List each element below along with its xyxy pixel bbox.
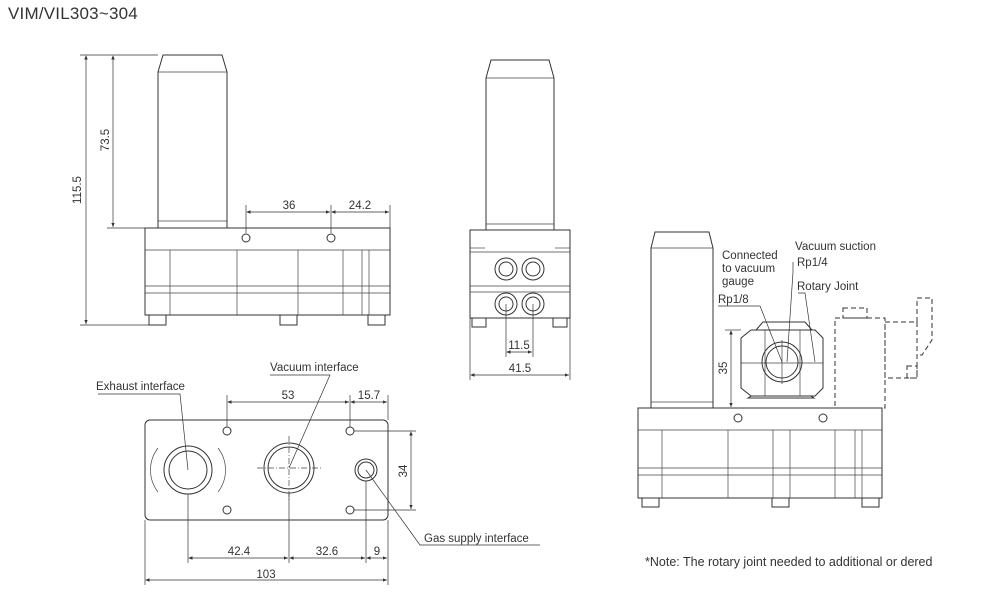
dim-32-6: 32.6: [316, 546, 338, 558]
side-view: [469, 59, 571, 380]
label-exhaust-interface: Exhaust interface: [96, 381, 185, 393]
label-vacuum-interface: Vacuum interface: [270, 362, 359, 374]
footnote: *Note: The rotary joint needed to additi…: [645, 555, 933, 569]
side-cylinder: [485, 59, 555, 231]
label-connected-line1: Connected: [722, 250, 778, 262]
dim-53: 53: [282, 390, 295, 402]
dim-port-spacing: 11.5: [508, 340, 530, 352]
bottom-plate: [144, 419, 389, 521]
dim-9: 9: [374, 546, 380, 558]
bottom-view: [98, 374, 540, 585]
dim-42-4: 42.4: [228, 546, 251, 558]
mount-hole-2: [326, 233, 336, 243]
dim-103: 103: [256, 569, 275, 581]
dim-hole-spacing: 36: [283, 200, 296, 212]
label-rp14: Rp1/4: [797, 257, 828, 269]
label-rotary-joint: Rotary Joint: [797, 281, 859, 293]
label-vacuum-suction: Vacuum suction: [795, 241, 876, 253]
rotary-view-body-block: [637, 407, 883, 499]
label-gas-supply-interface: Gas supply interface: [424, 533, 529, 545]
label-connected-line3: gauge: [722, 276, 754, 288]
rotary-view-cylinder: [650, 231, 714, 409]
label-connected-line2: to vacuum: [722, 263, 775, 275]
mount-hole-1: [241, 233, 251, 243]
dim-15-7: 15.7: [358, 390, 380, 402]
dim-side-width: 41.5: [509, 363, 531, 375]
dim-cylinder-height: 73.5: [100, 129, 112, 151]
page-title: VIM/VIL303~304: [8, 4, 138, 23]
dim-34: 34: [398, 464, 410, 477]
side-body-block: [469, 229, 571, 319]
front-body-block: [144, 227, 391, 316]
front-cylinder: [157, 54, 228, 229]
dim-35: 35: [718, 362, 730, 375]
dim-hole-edge: 24.2: [349, 200, 371, 212]
front-view: [80, 54, 391, 326]
label-rp18: Rp1/8: [718, 294, 749, 306]
dim-total-height: 115.5: [72, 176, 84, 204]
rotary-view: [637, 231, 933, 508]
